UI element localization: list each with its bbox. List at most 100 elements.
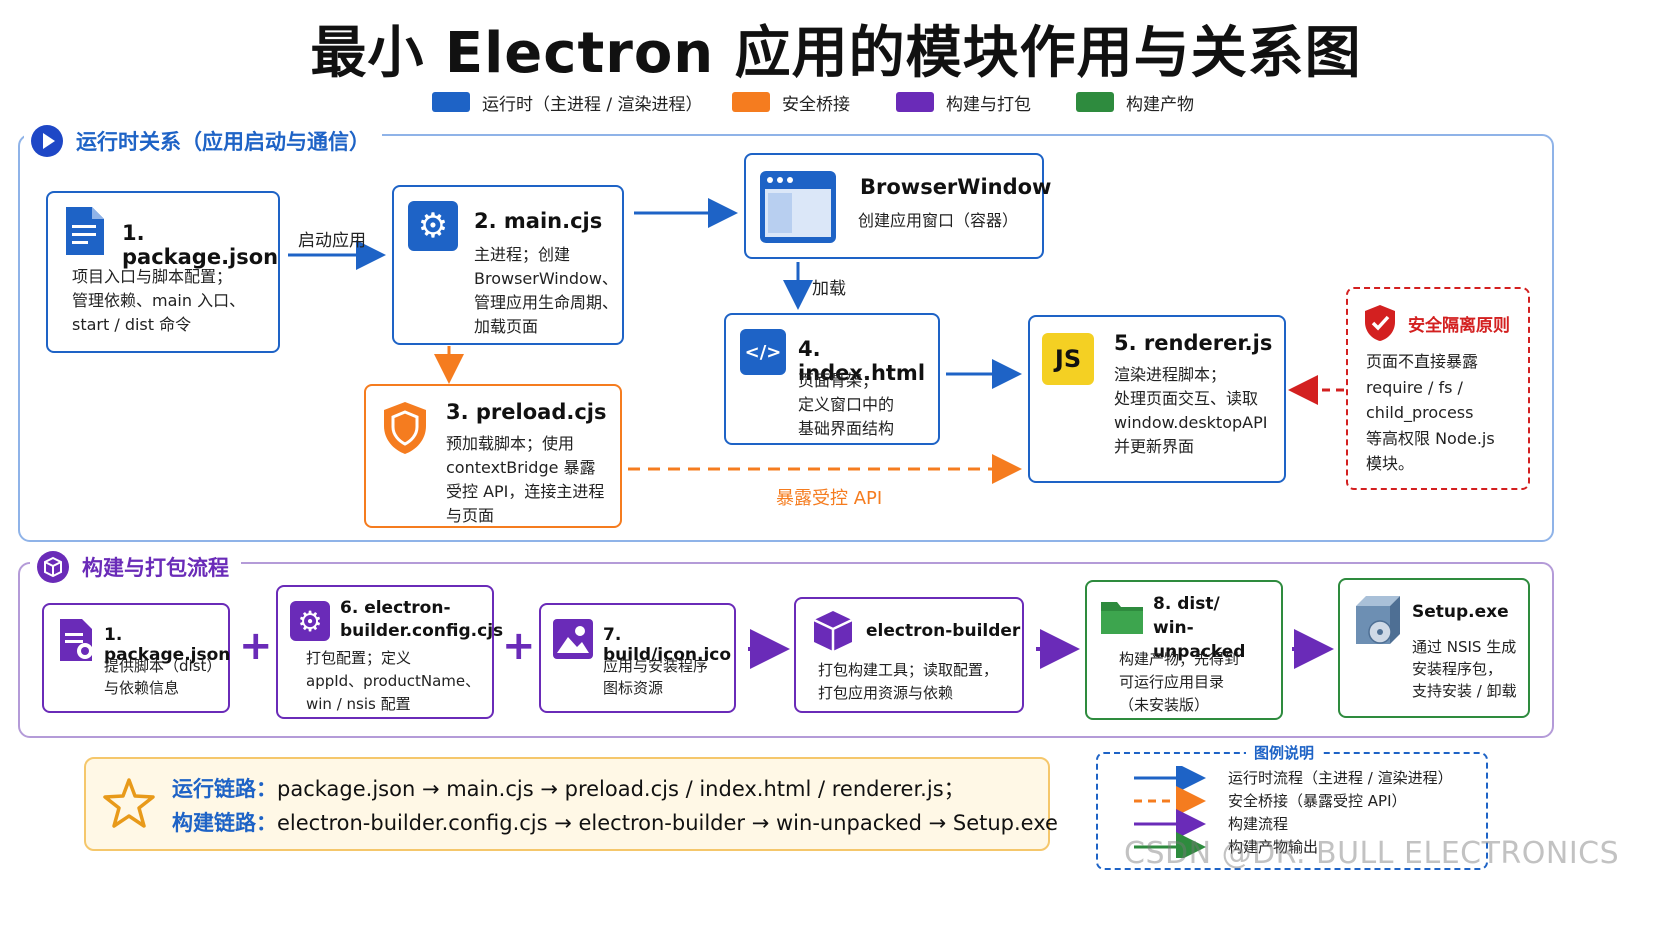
browserwindow-title: BrowserWindow [860, 175, 1052, 199]
plus-sign: + [502, 623, 536, 669]
expose-api-label: 暴露受控 API [776, 488, 883, 509]
image-icon [553, 619, 593, 659]
setup-title: Setup.exe [1412, 602, 1509, 622]
legend-swatch-runtime [432, 92, 470, 112]
main-desc: 主进程；创建 BrowserWindow、 管理应用生命周期、 加载页面 [474, 243, 624, 339]
pkg-title: 1. package.json [122, 221, 279, 269]
gear-icon: ⚙ [408, 201, 458, 251]
gear-icon: ⚙ [290, 601, 330, 641]
index-desc: 页面骨架； 定义窗口中的 基础界面结构 [798, 369, 938, 441]
desc-line: 模块。 [1366, 454, 1415, 473]
build-pkg-box: 1. package.json 提供脚本（dist） 与依赖信息 [42, 603, 230, 713]
desc-line: 项目入口与脚本配置； [72, 267, 233, 286]
desc-line: 通过 NSIS 生成 [1412, 638, 1517, 656]
build-section-title: 构建与打包流程 [82, 556, 229, 580]
title-line: builder.config.cjs [340, 621, 504, 641]
desc-line: 页面不直接暴露 [1366, 352, 1479, 371]
setup-desc: 通过 NSIS 生成 安装程序包， 支持安装 / 卸载 [1412, 636, 1517, 702]
desc-line: 受控 API，连接主进程 [446, 482, 605, 501]
browserwindow-box: BrowserWindow 创建应用窗口（容器） [744, 153, 1051, 259]
unpacked-box: 8. dist/ win-unpacked 构建产物；先得到 可运行应用目录 （… [1085, 580, 1283, 720]
icon-title: 7. build/icon.ico [603, 625, 732, 665]
desc-line: 渲染进程脚本； [1114, 365, 1227, 384]
desc-line: appId、productName、 [306, 672, 481, 690]
watermark: CSDN @DR. BULL ELECTRONICS [1124, 836, 1620, 871]
document-icon [66, 207, 104, 255]
build-pkg-desc: 提供脚本（dist） 与依赖信息 [104, 655, 221, 699]
legend-item-security: 安全桥接 [732, 88, 850, 116]
legend-box-item: 构建流程 [1228, 815, 1289, 833]
pkg-box: 1. package.json 项目入口与脚本配置； 管理依赖、main 入口、… [46, 191, 280, 353]
preload-box: 3. preload.cjs 预加载脚本；使用 contextBridge 暴露… [364, 384, 622, 528]
legend-swatch-artifact [1076, 92, 1114, 112]
index-box: </> 4. index.html 页面骨架； 定义窗口中的 基础界面结构 [724, 313, 940, 445]
shield-icon [384, 402, 426, 454]
build-chain-key: 构建链路： [172, 811, 277, 835]
desc-line: （未安装版） [1119, 696, 1210, 714]
legend-box-item: 构建产物输出 [1228, 838, 1319, 856]
desc-line: 支持安装 / 卸载 [1412, 682, 1517, 700]
legend-label: 构建产物 [1126, 94, 1194, 115]
main-box: ⚙ 2. main.cjs 主进程；创建 BrowserWindow、 管理应用… [392, 185, 624, 345]
security-box: 安全隔离原则 页面不直接暴露 require / fs / child_proc… [1346, 287, 1530, 490]
renderer-title: 5. renderer.js [1114, 331, 1273, 355]
summary-box: 运行链路：package.json → main.cjs → preload.c… [84, 757, 1058, 851]
pkg-desc: 项目入口与脚本配置； 管理依赖、main 入口、 start / dist 命令 [72, 265, 278, 337]
security-shield-icon [1365, 305, 1395, 341]
desc-line: contextBridge 暴露 [446, 458, 596, 477]
unpacked-title: 8. dist/ win-unpacked [1153, 592, 1281, 664]
desc-line: 构建产物；先得到 [1119, 650, 1240, 668]
icon-desc: 应用与安装程序 图标资源 [603, 655, 708, 699]
desc-line: 定义窗口中的 [798, 395, 895, 414]
page-title: 最小 Electron 应用的模块作用与关系图 [310, 21, 1362, 86]
code-icon: </> [740, 329, 786, 375]
legend-swatch-security [732, 92, 770, 112]
index-title: 4. index.html [798, 337, 926, 385]
security-title: 安全隔离原则 [1408, 316, 1510, 336]
desc-line: 与依赖信息 [104, 679, 180, 697]
legend-item-artifact: 构建产物 [1076, 88, 1194, 116]
icon-box: 7. build/icon.ico 应用与安装程序 图标资源 [539, 603, 736, 713]
desc-line: 加载页面 [474, 317, 539, 336]
desc-line: win / nsis 配置 [306, 695, 411, 713]
desc-line: 打包配置；定义 [306, 649, 412, 667]
title-line: 6. electron- [340, 598, 451, 618]
config-title: 6. electron- builder.config.cjs [340, 597, 503, 643]
play-icon [31, 125, 63, 157]
javascript-icon: JS [1042, 333, 1094, 385]
legend-label: 运行时（主进程 / 渲染进程） [482, 94, 703, 115]
desc-line: 安装程序包， [1412, 660, 1503, 678]
star-icon [103, 778, 155, 828]
legend-item-build: 构建与打包 [896, 88, 1031, 116]
builder-box: electron-builder 打包构建工具；读取配置， 打包应用资源与依赖 [794, 597, 1024, 713]
legend-lines [1134, 766, 1206, 858]
runtime-chain-value: package.json → main.cjs → preload.cjs / … [277, 777, 965, 801]
desc-line: 页面骨架； [798, 371, 879, 390]
desc-line: 并更新界面 [1114, 437, 1195, 456]
cube-icon [37, 551, 69, 583]
runtime-section-tab: 运行时关系（应用启动与通信） [24, 118, 382, 164]
config-desc: 打包配置；定义 appId、productName、 win / nsis 配置 [306, 647, 480, 716]
package-icon [813, 611, 853, 651]
desc-line: 预加载脚本；使用 [446, 434, 575, 453]
main-title: 2. main.cjs [474, 209, 603, 233]
window-icon [760, 171, 836, 243]
runtime-chain: 运行链路：package.json → main.cjs → preload.c… [172, 773, 965, 803]
unpacked-desc: 构建产物；先得到 可运行应用目录 （未安装版） [1119, 648, 1239, 717]
desc-line: 与页面 [446, 506, 495, 525]
desc-line: 管理依赖、main 入口、 [72, 291, 246, 310]
installer-icon [1356, 596, 1400, 644]
desc-line: 图标资源 [603, 679, 664, 697]
desc-line: window.desktopAPI [1114, 413, 1268, 432]
desc-line: 等高权限 Node.js [1366, 428, 1495, 448]
plus-sign: + [239, 623, 273, 669]
build-section-tab: 构建与打包流程 [30, 546, 241, 588]
runtime-chain-key: 运行链路： [172, 777, 277, 801]
folder-icon [1101, 602, 1143, 634]
build-pkg-title: 1. package.json [104, 625, 231, 665]
desc-line: 可运行应用目录 [1119, 673, 1225, 691]
build-chain: 构建链路：electron-builder.config.cjs → elect… [172, 807, 1058, 837]
legend-box-item: 安全桥接（暴露受控 API） [1228, 792, 1407, 810]
legend-label: 安全桥接 [782, 94, 850, 115]
